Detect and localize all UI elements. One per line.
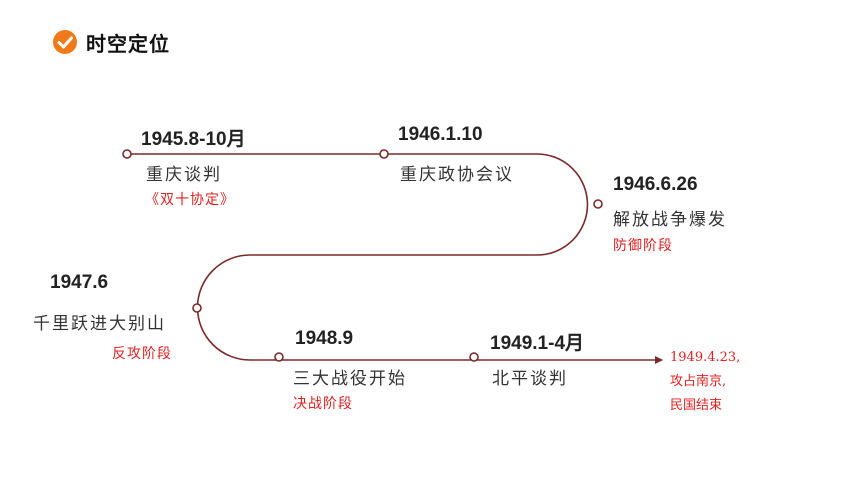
node-event: 北平谈判 <box>492 369 568 389</box>
node-note: 决战阶段 <box>293 396 353 412</box>
timeline-node <box>593 199 603 209</box>
end-line-2: 攻占南京, <box>670 374 727 389</box>
node-note: 反攻阶段 <box>112 346 172 362</box>
node-date: 1948.9 <box>295 328 354 349</box>
node-event: 解放战争爆发 <box>613 210 727 230</box>
node-event: 重庆政协会议 <box>400 165 514 185</box>
node-event: 重庆谈判 <box>146 165 222 185</box>
check-badge-icon <box>53 30 77 54</box>
timeline-node <box>274 352 284 362</box>
node-date: 1946.1.10 <box>398 124 483 145</box>
node-event: 千里跃进大别山 <box>33 314 166 334</box>
node-note: 《双十协定》 <box>145 192 235 208</box>
node-note: 防御阶段 <box>613 238 673 254</box>
end-annotation: 1949.4.23, 攻占南京, 民国结束 <box>670 346 740 418</box>
node-date: 1945.8-10月 <box>141 129 246 150</box>
end-line-1: 1949.4.23, <box>670 350 741 365</box>
node-date: 1947.6 <box>50 272 109 293</box>
timeline-node <box>379 149 389 159</box>
node-date: 1949.1-4月 <box>490 333 585 354</box>
node-date: 1946.6.26 <box>613 174 698 195</box>
timeline-node <box>192 303 202 313</box>
timeline-node <box>469 352 479 362</box>
section-header: 时空定位 <box>52 27 170 57</box>
end-line-3: 民国结束 <box>670 398 723 413</box>
timeline-node <box>122 149 132 159</box>
section-title: 时空定位 <box>86 31 170 56</box>
node-event: 三大战役开始 <box>293 369 407 389</box>
